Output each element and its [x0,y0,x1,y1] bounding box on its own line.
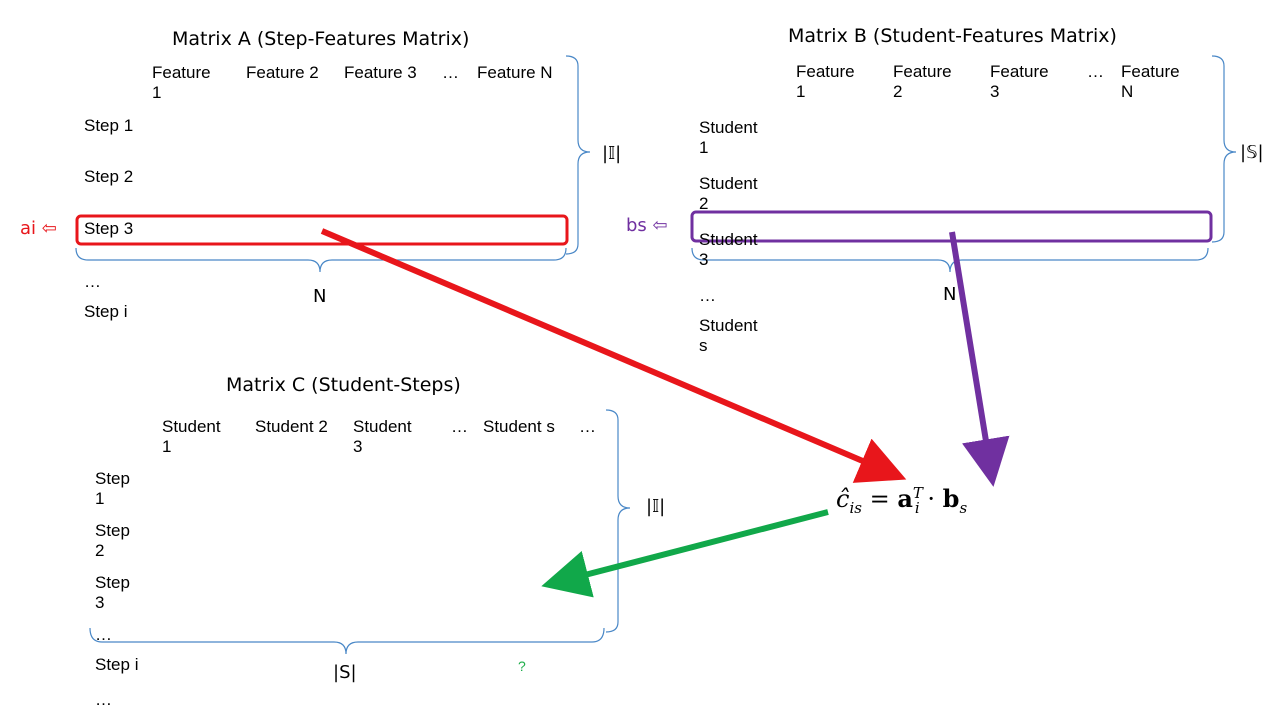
matrix-c-col-header: … [451,417,468,436]
matrix-a-row-label: Step 1 [84,116,134,135]
matrix-c-col-header: … [579,417,596,436]
formula-lhs-subscript: is [849,498,862,517]
matrix-a-col-header: Feature 3 [344,63,417,82]
matrix-a-row-count-label: |𝕀| [602,143,622,164]
matrix-b-title: Matrix B (Student-Features Matrix) [788,25,1117,47]
matrix-c-col-brace [89,627,605,655]
matrix-b-col-header: Feature N [1121,62,1180,101]
matrix-a-row-brace [565,55,591,255]
matrix-a-col-header: Feature N [477,63,553,82]
formula-b-vector: b [942,484,960,513]
matrix-c-unknown-cell: ? [518,658,526,674]
matrix-b-highlight-label: bs ⇦ [626,215,668,236]
matrix-a-col-header: Feature 2 [246,63,319,82]
formula-lhs: ĉ [836,485,850,513]
matrix-a-title: Matrix A (Step-Features Matrix) [172,28,470,50]
matrix-a-row-label: Step i [84,302,128,321]
matrix-a-highlight-label: ai ⇦ [20,218,57,239]
matrix-b-row-label: Student 3 [699,230,758,269]
formula-a-subscript: i [914,498,920,517]
matrix-a-row-highlight [75,214,569,246]
formula-a-superscript: T [912,484,923,502]
matrix-c-col-header: Student 3 [353,417,412,456]
matrix-c-col-count-label: |S| [333,662,357,683]
matrix-c-col-header: Student 2 [255,417,328,436]
matrix-a-row-label: Step 2 [84,167,134,186]
formula-equals: = [869,485,890,513]
matrix-c-title: Matrix C (Student-Steps) [226,374,461,396]
formula-dot: · [927,485,936,513]
matrix-c-row-label: Step 2 [95,521,130,560]
matrix-b-col-header: Feature 3 [990,62,1049,101]
matrix-c-row-count-label: |𝕀| [646,496,666,517]
formula-b-subscript: s [959,498,968,517]
matrix-b-row-label: Student 1 [699,118,758,157]
matrix-b-col-header: … [1087,62,1104,81]
matrix-b-row-count-label: |𝕊| [1240,142,1264,163]
matrix-b-row-label: … [699,286,716,305]
matrix-c-row-label: Step 3 [95,573,130,612]
matrix-a-col-header: Feature 1 [152,63,211,102]
matrix-a-col-brace [75,247,567,273]
matrix-c-col-header: Student 1 [162,417,221,456]
purple-arrow [949,231,1010,487]
matrix-c-row-label: … [95,625,112,644]
matrix-c-row-label: … [95,690,112,709]
matrix-b-row-label: Student s [699,316,758,355]
red-arrow [320,228,907,483]
matrix-b-col-brace [691,247,1209,273]
formula-a-vector: a [897,484,913,513]
matrix-a-row-label: … [84,272,101,291]
matrix-c-row-label: Step i [95,655,139,674]
matrix-b-row-label: Student 2 [699,174,758,213]
green-arrow [541,509,829,598]
matrix-c-col-header: Student s [483,417,555,436]
matrix-b-row-brace [1211,55,1237,243]
prediction-formula: ĉis = aTi · bs [836,484,967,517]
matrix-b-col-header: Feature 1 [796,62,855,101]
matrix-c-row-label: Step 1 [95,469,130,508]
matrix-a-row-label: Step 3 [84,219,134,238]
matrix-a-col-header: … [442,63,459,82]
matrix-c-row-brace [605,409,631,633]
matrix-b-col-count-label: N [943,284,957,305]
matrix-a-col-count-label: N [313,286,327,307]
matrix-b-col-header: Feature 2 [893,62,952,101]
